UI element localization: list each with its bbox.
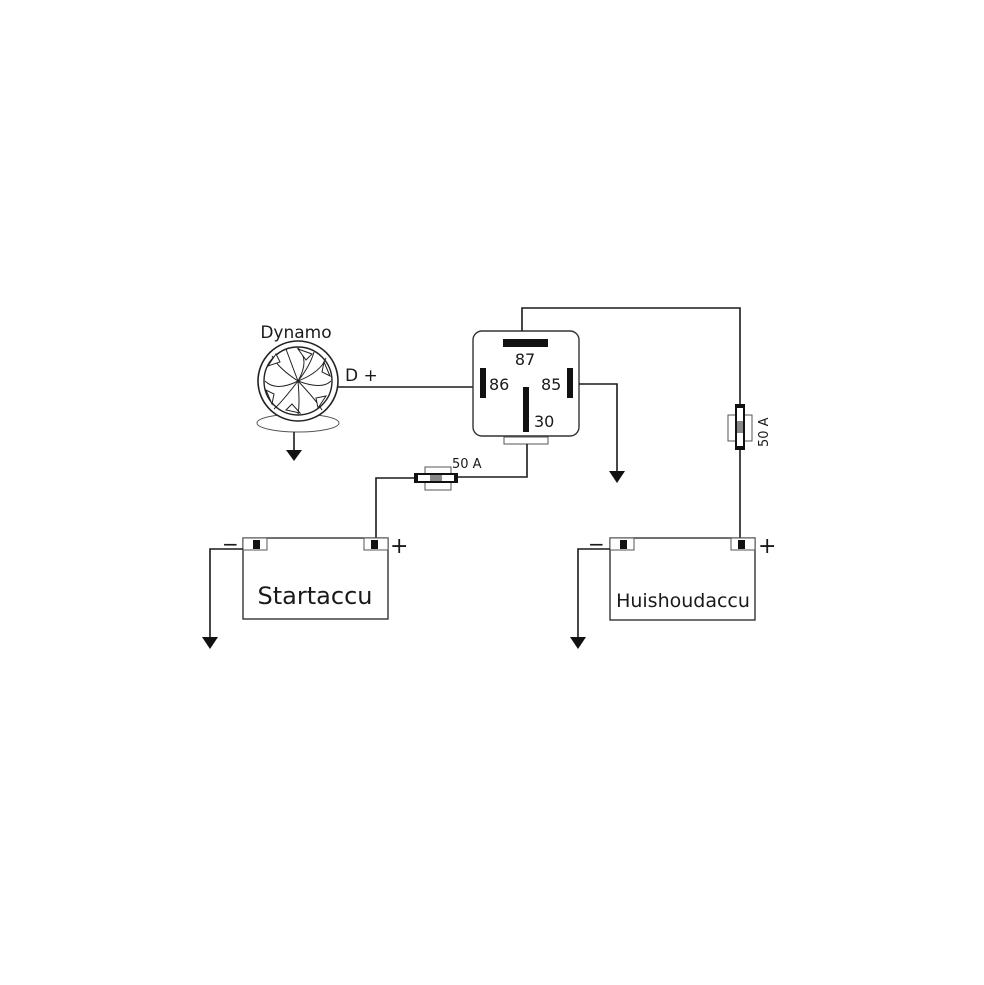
battery-start-minus-terminal [253,540,260,549]
battery-start-plus-label: + [390,534,408,559]
battery-house-plus-label: + [758,534,776,559]
battery-house-minus-label: − [588,532,605,556]
dynamo-terminal-label: D + [345,366,378,386]
fuse-start-label: 50 A [452,457,482,472]
battery-start-label: Startaccu [258,582,373,610]
wire-30-to-start-fuse [458,444,528,478]
battery-house-minus-terminal [620,540,627,549]
battery-house: Huishoudaccu − + [588,532,776,621]
wire-start-minus-to-ground [209,548,243,637]
relay: 87 86 85 30 [472,330,580,445]
pin-85-label: 85 [541,375,561,394]
pin-30 [523,387,529,432]
dynamo-label: Dynamo [260,323,331,343]
battery-house-plus-terminal [738,540,745,549]
pin-86-label: 86 [489,375,509,394]
battery-house-body [609,537,756,621]
battery-start-body [242,537,389,620]
wire-house-minus-to-ground [577,548,610,637]
ground-arrow-icon [202,637,218,649]
battery-start-plus-terminal [371,540,378,549]
pin-87 [503,339,548,347]
pin-30-label: 30 [534,412,554,431]
ground-arrow-icon [609,471,625,483]
dynamo-rotor-icon [264,347,332,415]
wire-fuse-to-start-plus [375,477,414,540]
fuse-house: 50 A [727,404,772,450]
battery-start-minus-label: − [222,532,239,556]
battery-start: Startaccu − + [222,532,408,620]
ground-arrow-icon [286,450,302,461]
dynamo: Dynamo D + [256,323,378,461]
fuse-house-label: 50 A [757,417,772,447]
ground-arrow-icon [570,637,586,649]
wire-85-to-ground [579,383,618,471]
pin-87-label: 87 [515,350,535,369]
wire-87-to-house-fuse [521,307,741,405]
relay-tab [503,436,549,445]
fuse-start: 50 A [414,457,482,491]
battery-house-label: Huishoudaccu [616,590,750,612]
pin-86 [480,368,486,398]
pin-85 [567,368,573,398]
